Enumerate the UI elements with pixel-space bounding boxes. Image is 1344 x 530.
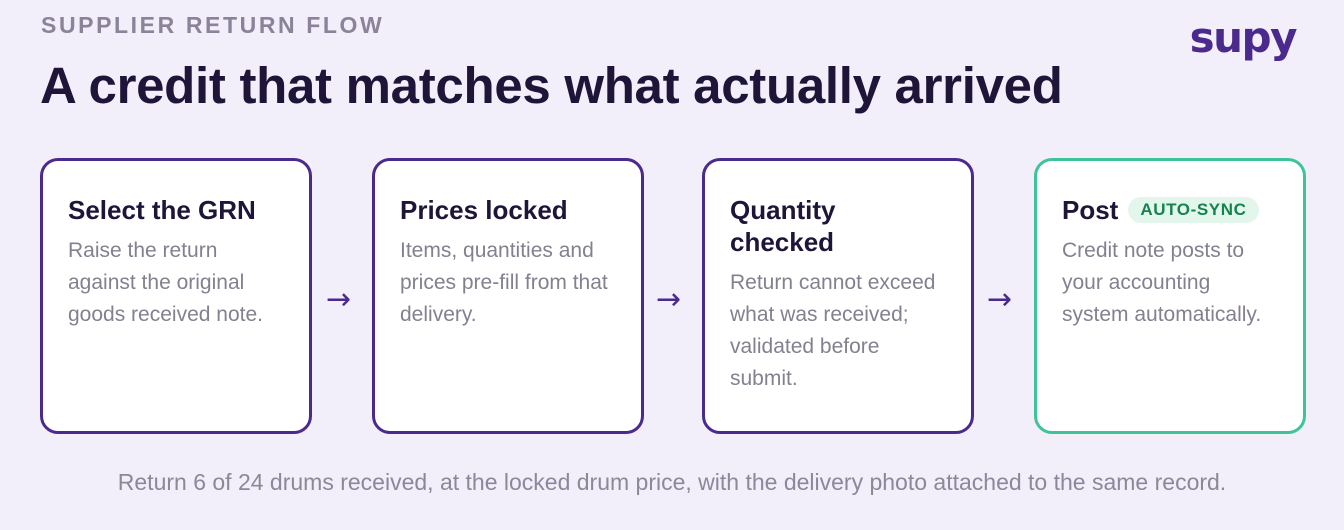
flow-arrow-icon: → [656, 282, 682, 317]
step-description: Return cannot exceed what was received; … [730, 271, 936, 390]
footer-caption: Return 6 of 24 drums received, at the lo… [117, 469, 1227, 495]
step-card-select-grn: Select the GRN Raise the return against … [40, 158, 312, 434]
step-description: Raise the return against the original go… [68, 239, 263, 326]
step-title: Select the GRN [68, 195, 256, 225]
auto-sync-badge: AUTO-SYNC [1128, 197, 1259, 223]
step-title: Quantity checked [730, 195, 836, 257]
brand-logo: supy [1189, 13, 1298, 62]
step-description: Items, quantities and prices pre-fill fr… [400, 239, 608, 326]
step-title: Prices locked [400, 195, 568, 225]
step-title: Post [1062, 195, 1119, 225]
step-card-quantity-checked: Quantity checked Return cannot exceed wh… [702, 158, 974, 434]
step-description: Credit note posts to your accounting sys… [1062, 239, 1262, 326]
step-card-prices-locked: Prices locked Items, quantities and pric… [372, 158, 644, 434]
flow-arrow-icon: → [326, 282, 352, 317]
step-card-post: Post AUTO-SYNC Credit note posts to your… [1034, 158, 1306, 434]
page-title: A credit that matches what actually arri… [40, 57, 1063, 114]
eyebrow-label: SUPPLIER RETURN FLOW [41, 12, 385, 38]
flow-arrow-icon: → [987, 282, 1013, 317]
